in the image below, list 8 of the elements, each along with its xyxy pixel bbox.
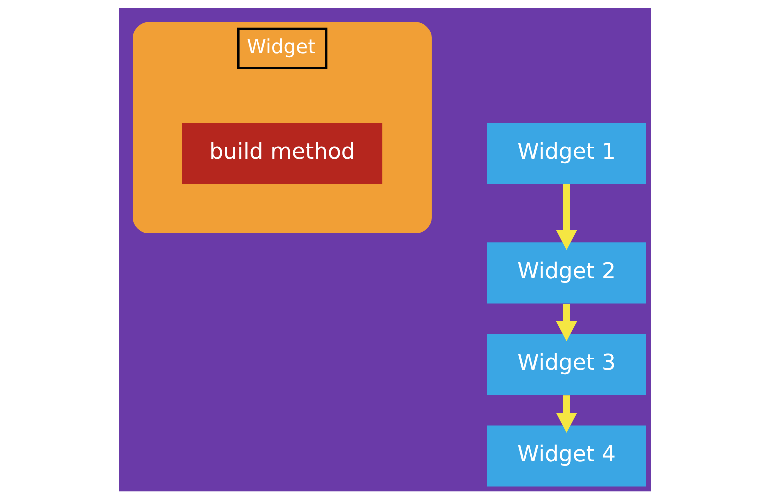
node-box: Widget 4 — [487, 426, 646, 487]
node-box: Widget 3 — [487, 334, 646, 396]
arrow — [556, 304, 577, 342]
node-box: Widget 2 — [487, 242, 646, 304]
arrow — [556, 184, 577, 250]
node-box: build method — [182, 123, 382, 184]
node-box: Widget 1 — [487, 123, 646, 184]
arrow — [556, 396, 577, 434]
